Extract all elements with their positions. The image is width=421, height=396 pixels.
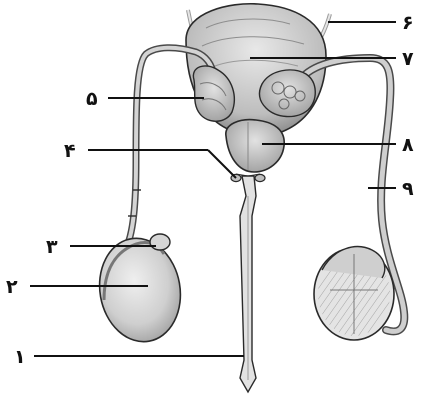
label-1-group: ۱ (14, 346, 244, 368)
label-4-group: ۴ (64, 140, 236, 178)
right-seminal-vesicle (259, 70, 315, 117)
label-8: ۸ (402, 134, 414, 156)
left-testis (92, 232, 189, 348)
label-3: ۳ (46, 236, 58, 258)
urethra (240, 176, 256, 392)
label-7: ۷ (402, 48, 414, 70)
label-9-group: ۹ (368, 178, 414, 200)
left-epididymis-head (150, 234, 170, 250)
label-2: ۲ (6, 276, 18, 298)
label-6-group: ۶ (328, 12, 414, 34)
label-4: ۴ (64, 140, 76, 162)
prostate-gland (226, 120, 284, 172)
label-5-group: ۵ (86, 88, 204, 110)
label-1: ۱ (14, 346, 26, 368)
label-6: ۶ (402, 12, 414, 34)
label-8-group: ۸ (262, 134, 414, 156)
label-9: ۹ (402, 178, 414, 200)
right-testis-section (314, 247, 394, 340)
label-5: ۵ (86, 88, 98, 110)
